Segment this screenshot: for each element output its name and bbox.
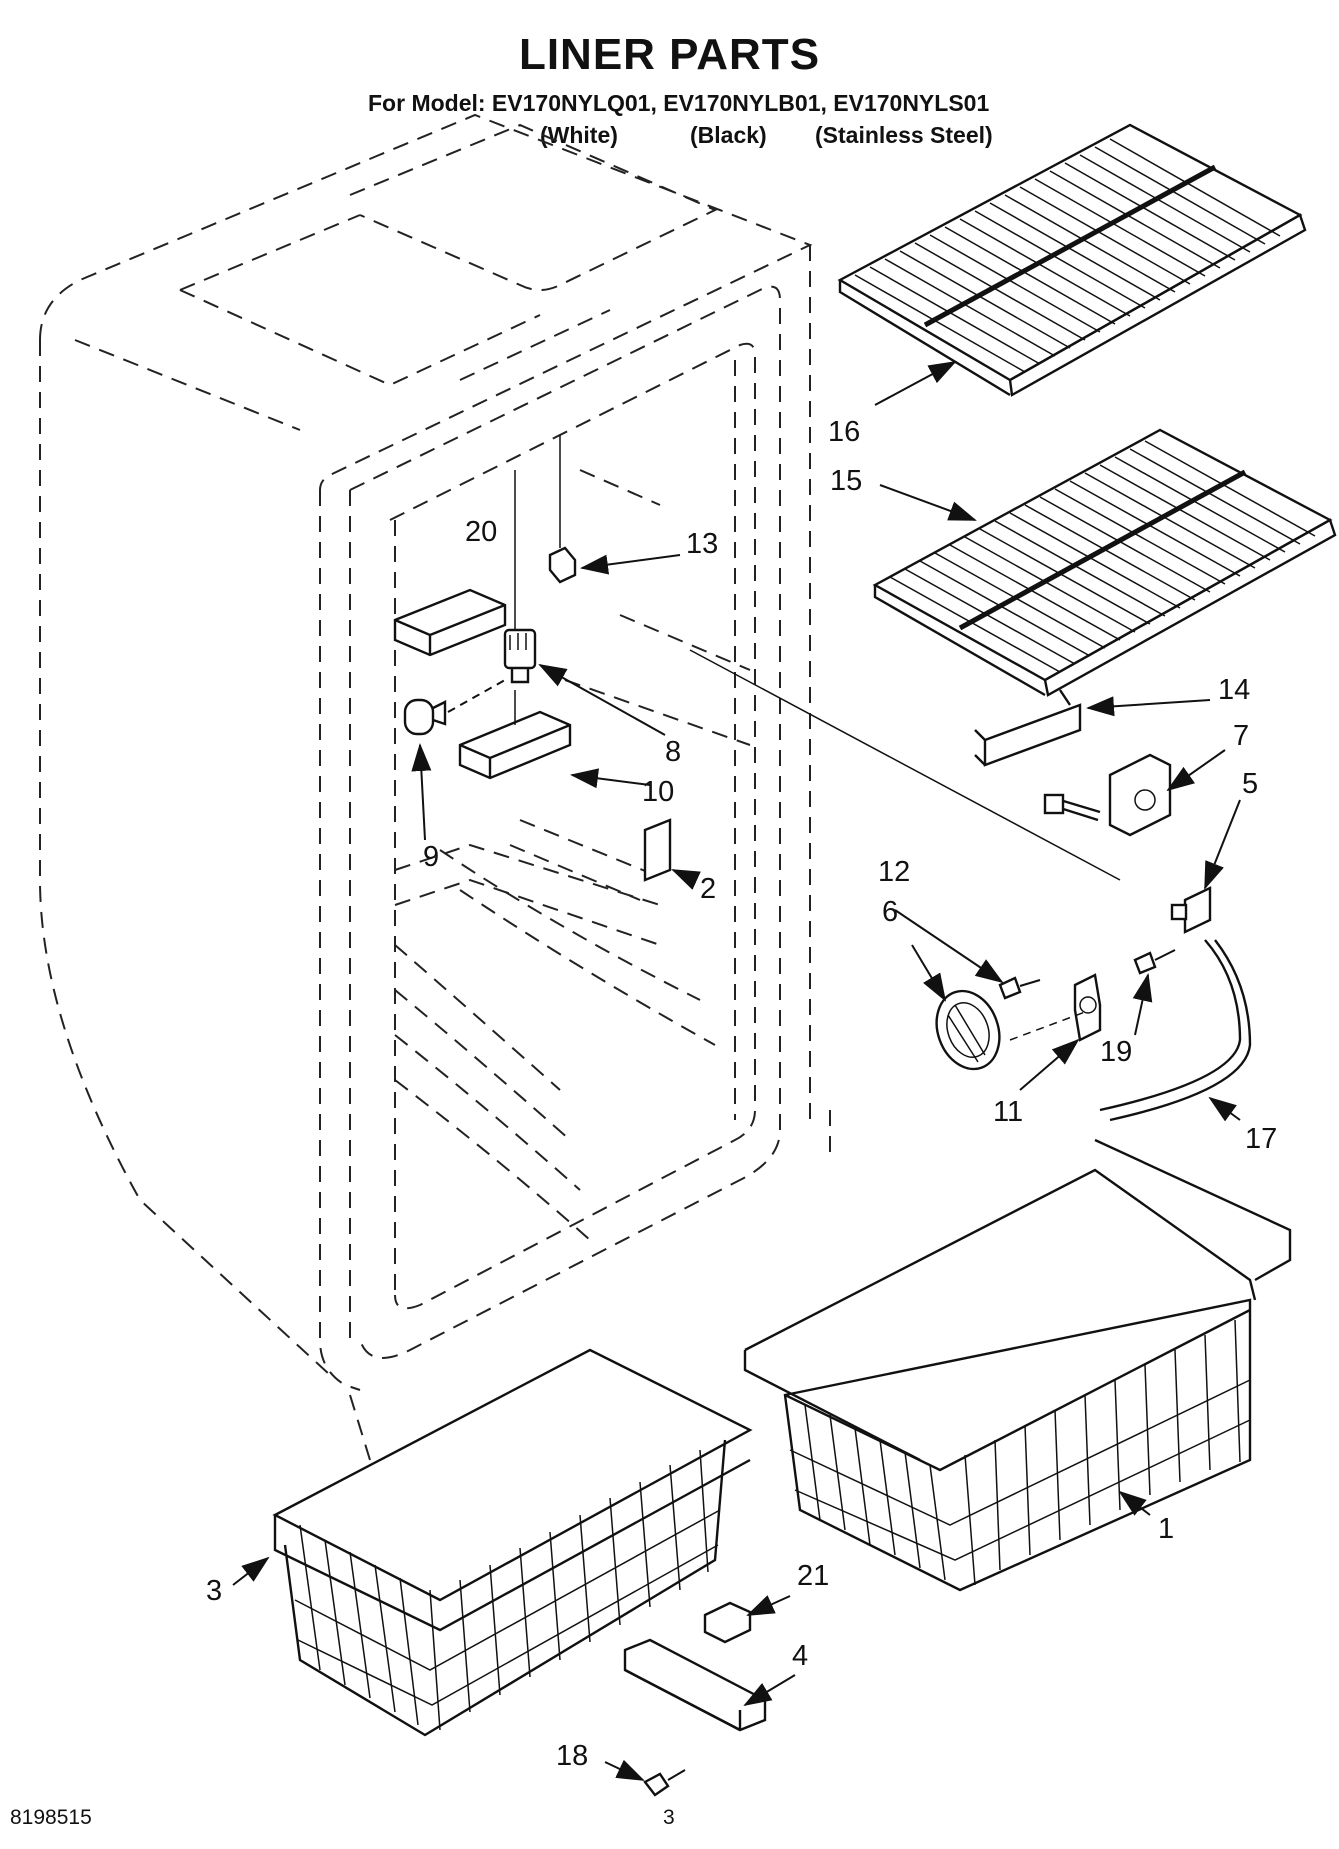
- light-bulb-9: [403, 679, 506, 736]
- model-line: For Model: EV170NYLQ01, EV170NYLB01, EV1…: [368, 90, 990, 116]
- callout-20: 20: [465, 516, 498, 548]
- callout-13: 13: [686, 528, 719, 560]
- thermostat-7: [1043, 753, 1172, 837]
- callout-5: 5: [1242, 768, 1259, 800]
- callout-3: 3: [206, 1575, 223, 1607]
- basket-1: [743, 1138, 1292, 1592]
- callout-17: 17: [1245, 1123, 1278, 1155]
- callout-9: 9: [423, 841, 440, 873]
- leader-lines: [232, 361, 1241, 1781]
- liner-cabinet: [39, 113, 831, 1461]
- callout-1: 1: [1158, 1513, 1175, 1545]
- switch-13: [548, 435, 577, 584]
- screw-12: [998, 976, 1041, 1000]
- callout-15: 15: [830, 465, 863, 497]
- callout-12: 12: [878, 856, 911, 888]
- wire-harness-17: [689, 649, 1252, 1122]
- callout-10: 10: [642, 776, 675, 808]
- callout-2: 2: [700, 873, 717, 905]
- knob-6: [935, 989, 1001, 1071]
- light-shield-10: [458, 690, 572, 780]
- switch-5: [1170, 886, 1212, 934]
- variant-black: (Black): [690, 122, 767, 148]
- wire-shelf-15: [872, 428, 1337, 697]
- basket-rail-4: [623, 1638, 767, 1732]
- wire-shelf-16: [837, 123, 1307, 397]
- callout-14: 14: [1218, 674, 1251, 706]
- callout-18: 18: [556, 1740, 589, 1772]
- bracket-11: [1073, 973, 1102, 1042]
- bracket-14: [974, 689, 1082, 767]
- callout-21: 21: [797, 1560, 830, 1592]
- page-title: LINER PARTS: [518, 30, 821, 79]
- light-socket-20: [393, 588, 507, 657]
- stop-21: [703, 1601, 752, 1644]
- document-number: 8198515: [10, 1806, 92, 1829]
- callout-7: 7: [1233, 720, 1250, 752]
- callout-4: 4: [792, 1640, 809, 1672]
- label-2: [643, 818, 672, 882]
- basket-3: [272, 1348, 753, 1737]
- variant-white: (White): [540, 122, 618, 148]
- callout-8: 8: [665, 736, 682, 768]
- screw-18: [643, 1769, 686, 1797]
- callout-6: 6: [882, 896, 899, 928]
- variant-stainless: (Stainless Steel): [815, 122, 993, 148]
- callout-16: 16: [828, 416, 861, 448]
- callout-19: 19: [1100, 1036, 1133, 1068]
- page-number: 3: [663, 1806, 675, 1829]
- screw-19: [1133, 949, 1176, 975]
- lamp-holder-8: [503, 470, 537, 684]
- callout-11: 11: [993, 1096, 1024, 1128]
